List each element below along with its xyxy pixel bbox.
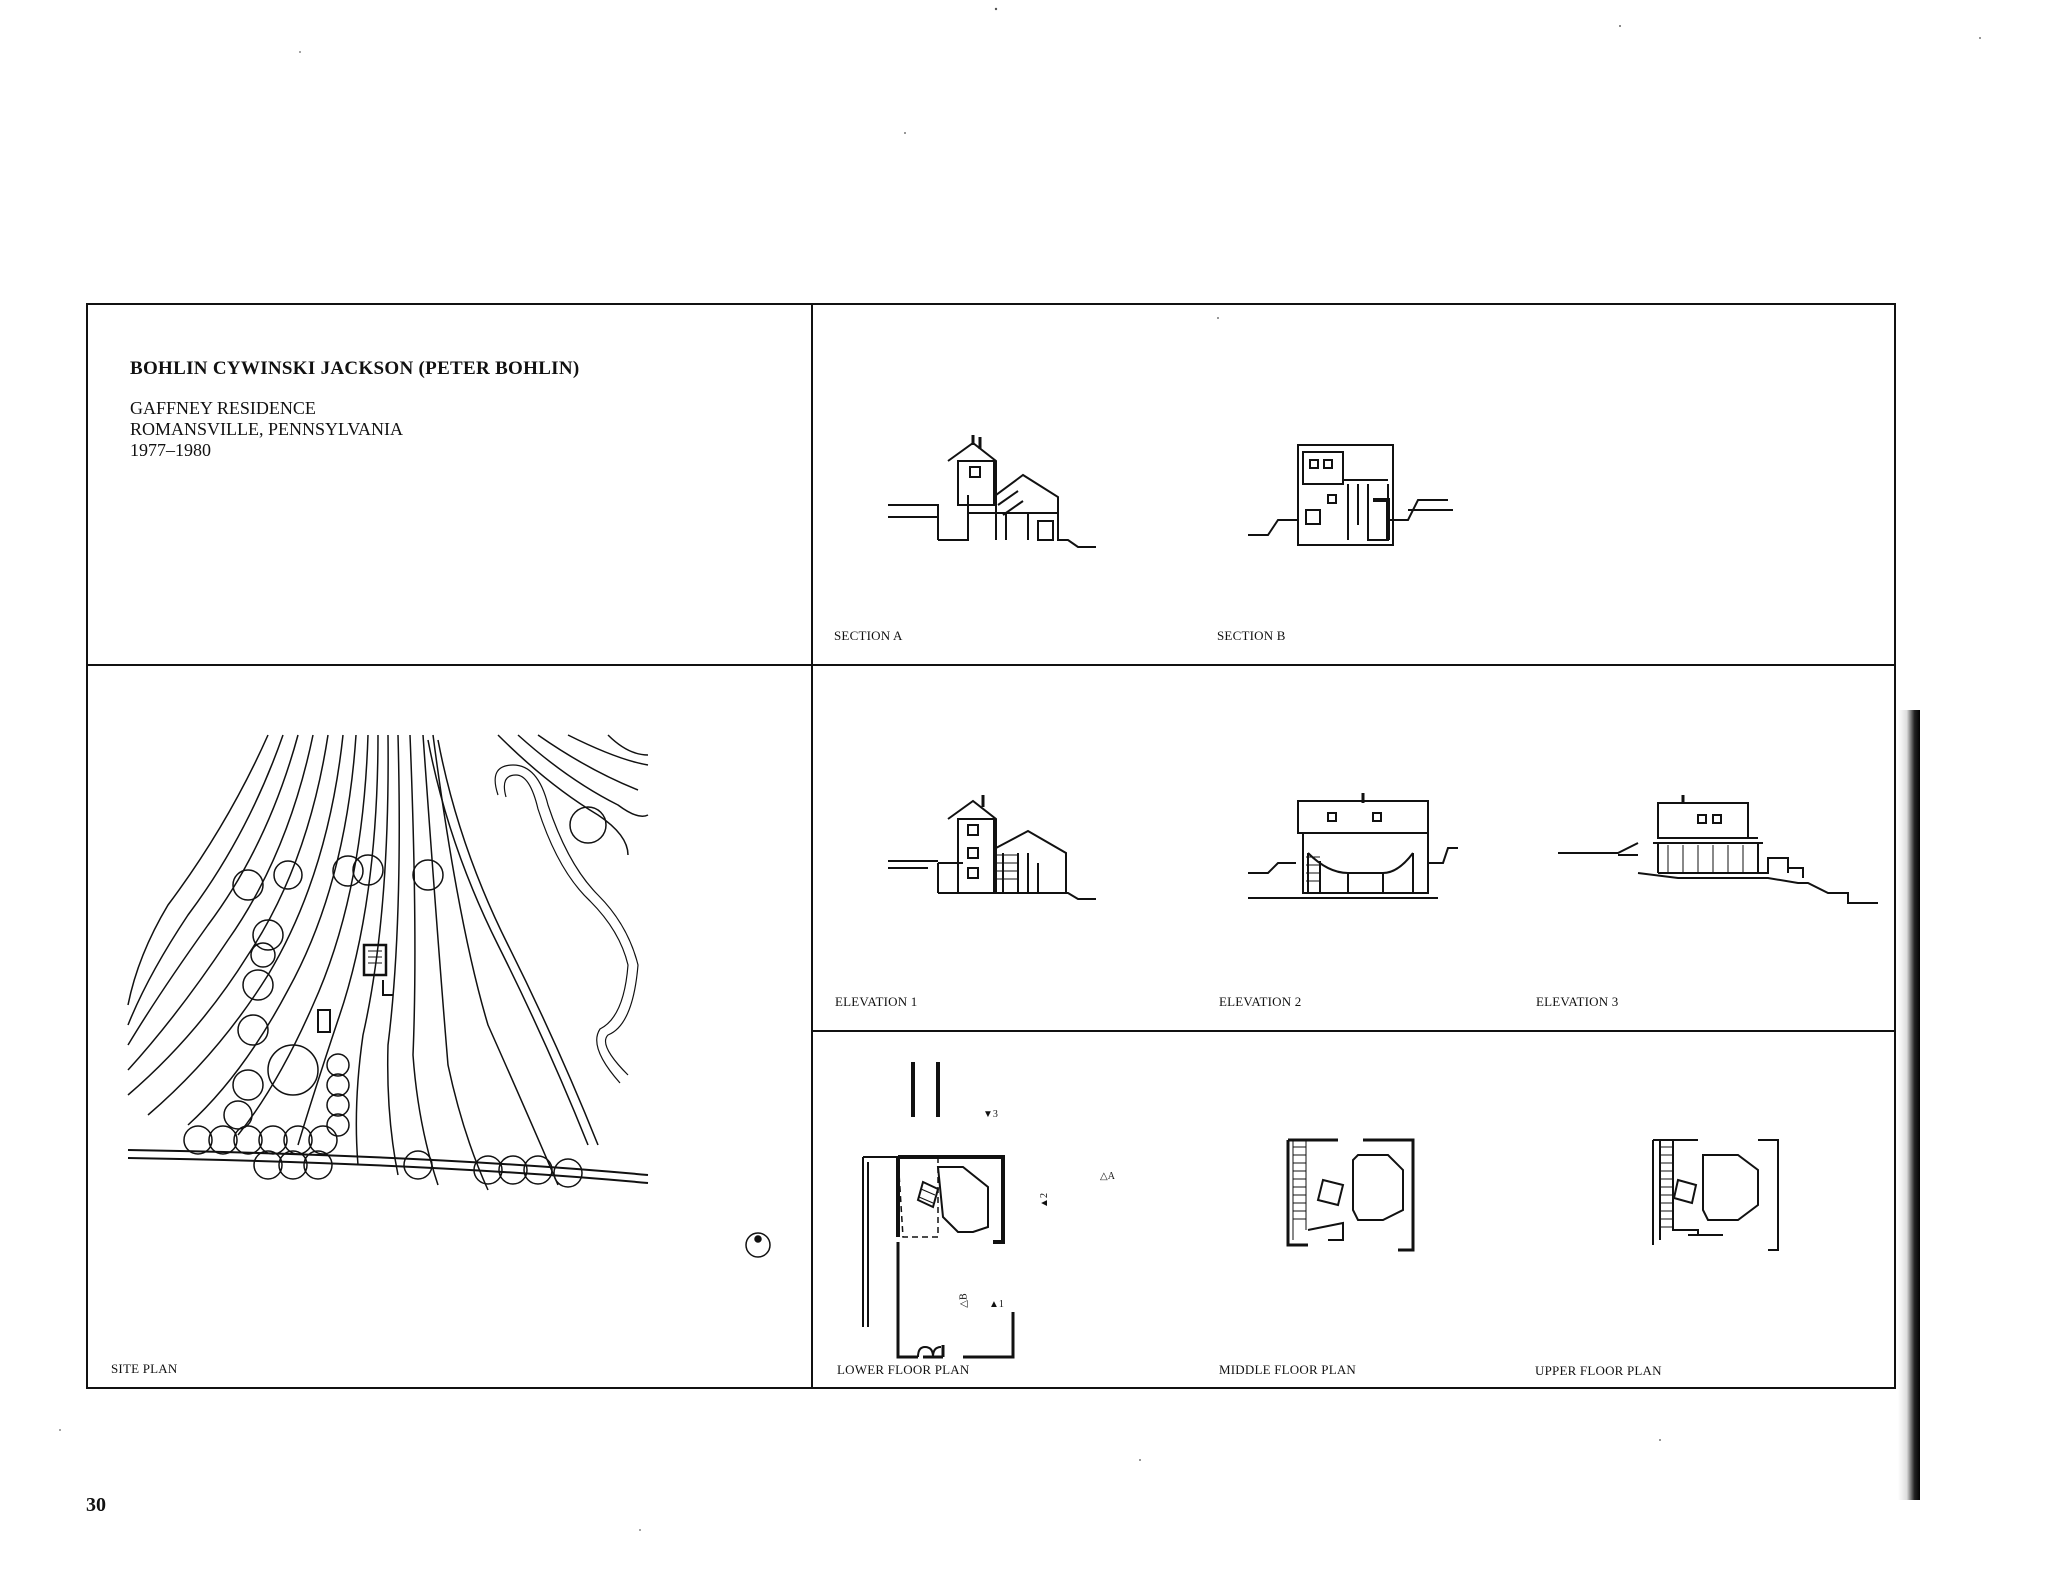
upper-floor-plan-drawing [1652,1139,1779,1251]
marker-3: ▼3 [983,1109,998,1120]
marker-1: ▲1 [989,1299,1004,1310]
caption-elevation-2: ELEVATION 2 [1219,994,1302,1009]
title-block: BOHLIN CYWINSKI JACKSON (PETER BOHLIN) G… [130,358,580,461]
elevation-1-drawing [888,795,1096,900]
section-b-drawing [1248,444,1453,546]
marker-a: △A [1100,1171,1115,1182]
caption-section-a: SECTION A [834,628,903,643]
project-years: 1977–1980 [130,440,211,460]
project-location: ROMANSVILLE, PENNSYLVANIA [130,419,404,439]
section-a-drawing [888,435,1096,548]
caption-site-plan: SITE PLAN [111,1361,178,1376]
divider-top-row [88,664,1894,666]
marker-b: △B [958,1293,970,1308]
page-number: 30 [86,1494,106,1516]
caption-middle-floor-plan: MIDDLE FLOOR PLAN [1219,1362,1357,1377]
elevation-3-drawing [1558,795,1878,904]
site-plan-drawing [127,734,771,1258]
caption-elevation-3: ELEVATION 3 [1536,994,1619,1009]
caption-section-b: SECTION B [1217,628,1286,643]
caption-elevation-1: ELEVATION 1 [835,994,918,1009]
project-info: GAFFNEY RESIDENCE ROMANSVILLE, PENNSYLVA… [130,398,580,461]
binding-edge-shadow [1898,710,1920,1500]
lower-floor-plan-drawing [862,1062,1015,1359]
middle-floor-plan-drawing [1286,1138,1415,1252]
marker-2: ▲2 [1038,1193,1050,1208]
elevation-2-drawing [1248,793,1458,899]
firm-name: BOHLIN CYWINSKI JACKSON (PETER BOHLIN) [130,358,580,379]
caption-lower-floor-plan: LOWER FLOOR PLAN [837,1362,970,1377]
drawing-sheet: BOHLIN CYWINSKI JACKSON (PETER BOHLIN) G… [86,303,1896,1389]
project-name: GAFFNEY RESIDENCE [130,398,316,418]
caption-upper-floor-plan: UPPER FLOOR PLAN [1535,1363,1662,1378]
divider-vertical [811,305,813,1387]
divider-bottom-row [811,1030,1894,1032]
